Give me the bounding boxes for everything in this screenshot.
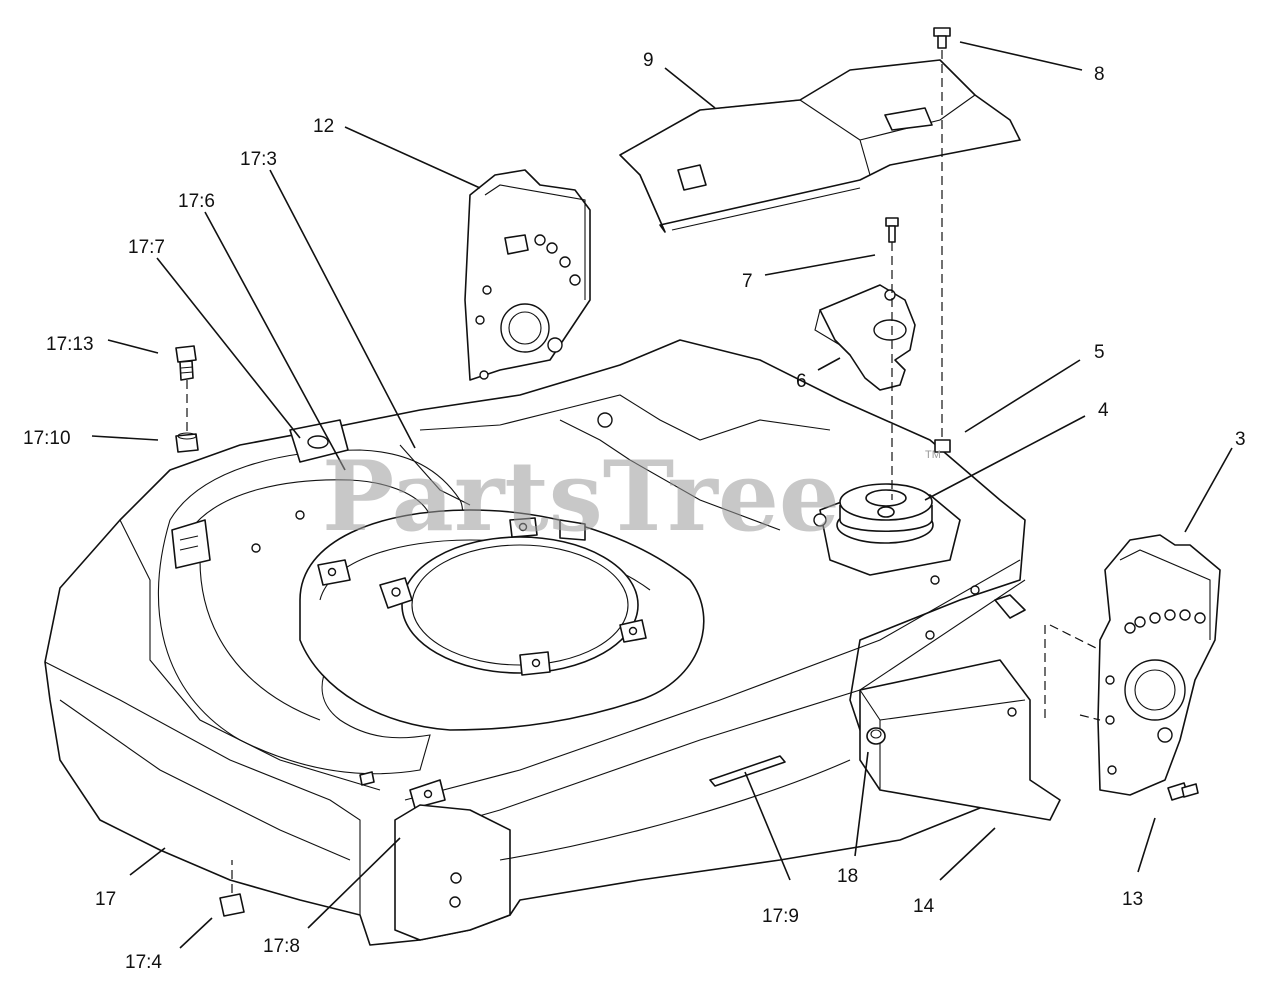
callout-17-13: 17:13 [46,334,94,355]
nut-18 [866,727,886,745]
callout-5: 5 [1094,342,1105,363]
callout-17: 17 [95,889,116,910]
callout-12: 12 [313,116,334,137]
clip-17-4 [219,893,245,917]
callout-7: 7 [742,271,753,292]
mower-deck-housing [44,339,1026,946]
idler-bracket [814,284,916,391]
callout-17-7: 17:7 [128,237,165,258]
callout-17-8: 17:8 [263,936,300,957]
callout-17-3: 17:3 [240,149,277,170]
left-height-bracket [464,169,591,381]
callout-17-9: 17:9 [762,906,799,927]
callout-labels: 9 8 12 17:3 17:6 17:7 17:13 17:10 7 6 5 … [23,50,1246,973]
callout-13: 13 [1122,889,1143,910]
callout-8: 8 [1094,64,1105,85]
bolt-13 [1167,782,1199,801]
watermark-trademark: TM [925,449,941,461]
mulch-plug-nut [175,432,199,453]
pulley [836,483,934,544]
callout-6: 6 [796,371,807,392]
callout-3: 3 [1235,429,1246,450]
leader-lines [91,41,1233,949]
rear-cover [619,59,1021,233]
callout-17-10: 17:10 [23,428,71,449]
bolt-8 [933,27,951,49]
watermark-text: PartsTree [322,440,840,553]
right-height-bracket [1097,534,1221,796]
watermark: PartsTree TM [322,440,941,553]
callout-4: 4 [1098,400,1109,421]
callout-17-6: 17:6 [178,191,215,212]
callout-9: 9 [643,50,654,71]
assembly-axes [186,50,1101,893]
bolt-7 [885,217,899,243]
nut-5 [934,439,951,453]
callout-17-4: 17:4 [125,952,162,973]
callout-18: 18 [837,866,858,887]
callout-14: 14 [913,896,935,917]
mulch-plug-screw [175,345,197,381]
rear-deflector-rail [859,594,1061,821]
